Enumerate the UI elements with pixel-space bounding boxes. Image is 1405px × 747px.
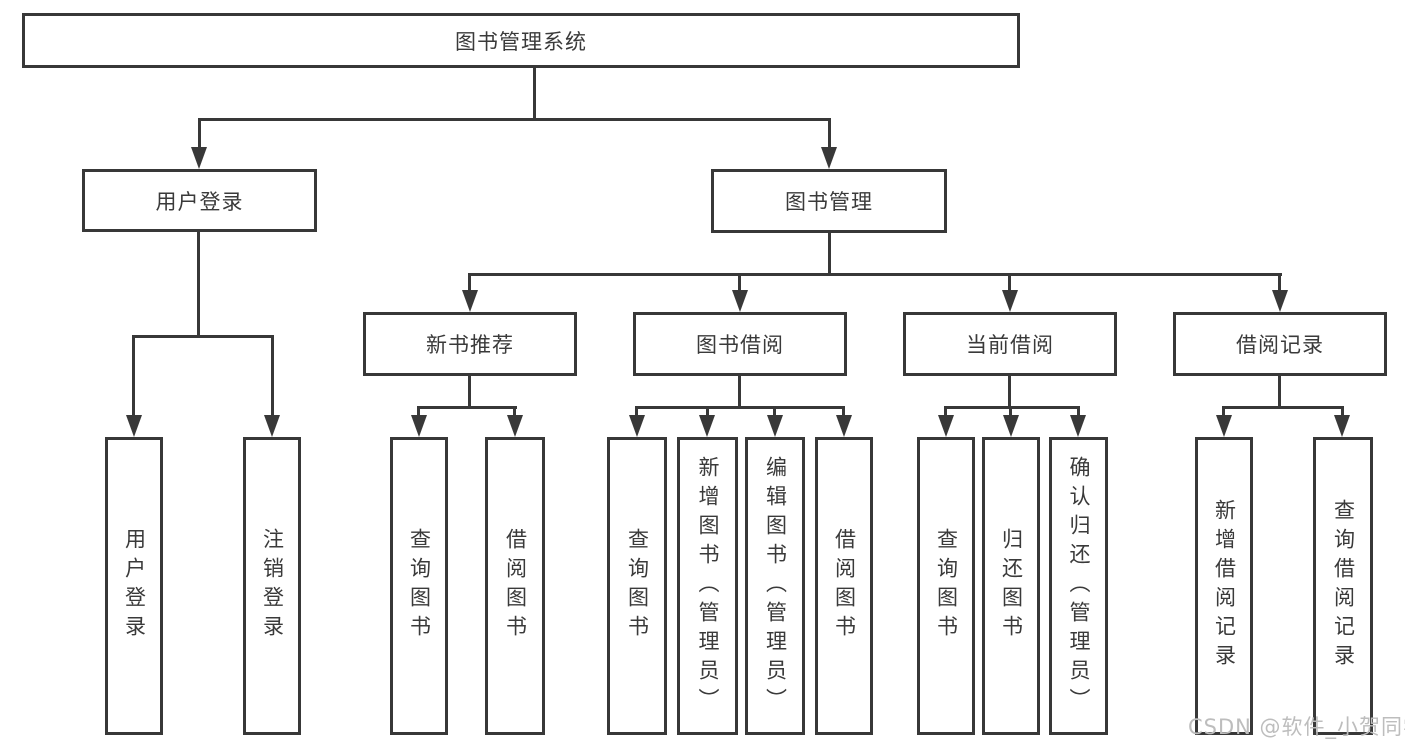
leaf-label: 编辑图书（管理员） bbox=[763, 455, 788, 717]
node-borrowing-records: 借阅记录 bbox=[1173, 312, 1387, 376]
leaf-edit-books-admin: 编辑图书（管理员） bbox=[745, 437, 805, 735]
leaf-add-borrow-record: 新增借阅记录 bbox=[1195, 437, 1253, 735]
node-label: 新书推荐 bbox=[426, 333, 514, 357]
arrowhead-down bbox=[507, 415, 523, 437]
connector-line bbox=[944, 406, 947, 418]
arrowhead-down bbox=[462, 290, 478, 312]
connector-line bbox=[1008, 376, 1011, 409]
leaf-label: 确认归还（管理员） bbox=[1067, 455, 1091, 717]
connector-line bbox=[198, 118, 201, 152]
arrowhead-down bbox=[836, 415, 852, 437]
node-new-book-recommendation: 新书推荐 bbox=[363, 312, 577, 376]
connector-line bbox=[1278, 376, 1281, 409]
leaf-label: 借阅图书 bbox=[832, 528, 857, 644]
connector-line bbox=[533, 68, 536, 118]
node-label: 图书管理 bbox=[785, 190, 873, 214]
node-book-borrowing: 图书借阅 bbox=[633, 312, 847, 376]
connector-line bbox=[1008, 273, 1011, 295]
leaf-label: 新增借阅记录 bbox=[1212, 499, 1237, 673]
connector-line bbox=[1222, 406, 1225, 418]
leaf-label: 归还图书 bbox=[999, 528, 1024, 644]
leaf-confirm-return-admin: 确认归还（管理员） bbox=[1049, 437, 1108, 735]
connector-line bbox=[468, 273, 1282, 276]
arrowhead-down bbox=[264, 415, 280, 437]
arrowhead-down bbox=[1216, 415, 1232, 437]
node-library-management-system: 图书管理系统 bbox=[22, 13, 1020, 68]
arrowhead-down bbox=[767, 415, 783, 437]
connector-line bbox=[132, 335, 135, 418]
leaf-label: 注销登录 bbox=[260, 528, 285, 644]
node-label: 用户登录 bbox=[155, 189, 244, 214]
connector-line bbox=[738, 376, 741, 409]
leaf-query-books-recommend: 查询图书 bbox=[390, 437, 448, 735]
arrowhead-down bbox=[1002, 290, 1018, 312]
connector-line bbox=[944, 406, 1080, 409]
connector-line bbox=[842, 406, 845, 418]
node-label: 图书借阅 bbox=[696, 333, 784, 357]
node-book-management: 图书管理 bbox=[711, 169, 947, 233]
leaf-label: 查询图书 bbox=[407, 528, 432, 644]
connector-line bbox=[468, 376, 471, 409]
leaf-label: 借阅图书 bbox=[503, 528, 528, 644]
arrowhead-down bbox=[1003, 415, 1019, 437]
leaf-label: 新增图书（管理员） bbox=[696, 455, 720, 717]
connector-line bbox=[1222, 406, 1344, 409]
connector-line bbox=[513, 406, 516, 418]
connector-line bbox=[828, 233, 831, 275]
node-current-borrowing: 当前借阅 bbox=[903, 312, 1117, 376]
arrowhead-down bbox=[732, 290, 748, 312]
leaf-borrow-books-recommend: 借阅图书 bbox=[485, 437, 545, 735]
connector-line bbox=[706, 406, 709, 418]
arrowhead-down bbox=[629, 415, 645, 437]
connector-line bbox=[635, 406, 845, 409]
connector-line bbox=[773, 406, 776, 418]
leaf-borrow-books: 借阅图书 bbox=[815, 437, 873, 735]
connector-line bbox=[828, 118, 831, 152]
leaf-label: 查询借阅记录 bbox=[1331, 499, 1356, 673]
leaf-query-borrow-record: 查询借阅记录 bbox=[1313, 437, 1373, 735]
arrowhead-down bbox=[699, 415, 715, 437]
leaf-user-login: 用户登录 bbox=[105, 437, 163, 735]
arrowhead-down bbox=[821, 147, 837, 169]
node-user-login: 用户登录 bbox=[82, 169, 317, 232]
connector-line bbox=[417, 406, 420, 418]
node-label: 当前借阅 bbox=[966, 333, 1054, 357]
arrowhead-down bbox=[1334, 415, 1350, 437]
leaf-label: 用户登录 bbox=[122, 528, 147, 644]
node-label: 图书管理系统 bbox=[455, 29, 587, 54]
leaf-return-books: 归还图书 bbox=[982, 437, 1040, 735]
connector-line bbox=[1278, 273, 1281, 295]
leaf-query-books-current: 查询图书 bbox=[917, 437, 975, 735]
connector-line bbox=[1009, 406, 1012, 418]
connector-line bbox=[738, 273, 741, 295]
leaf-label: 查询图书 bbox=[625, 528, 650, 644]
arrowhead-down bbox=[191, 147, 207, 169]
node-label: 借阅记录 bbox=[1236, 333, 1324, 357]
leaf-label: 查询图书 bbox=[934, 528, 959, 644]
connector-line bbox=[198, 118, 831, 121]
leaf-query-books-borrow: 查询图书 bbox=[607, 437, 667, 735]
arrowhead-down bbox=[411, 415, 427, 437]
connector-line bbox=[468, 273, 471, 295]
arrowhead-down bbox=[126, 415, 142, 437]
connector-line bbox=[635, 406, 638, 418]
connector-line bbox=[417, 406, 517, 409]
watermark: CSDN @软件_小贺同学 bbox=[1188, 715, 1405, 739]
leaf-logout: 注销登录 bbox=[243, 437, 301, 735]
connector-line bbox=[1077, 406, 1080, 418]
connector-line bbox=[132, 335, 274, 338]
arrowhead-down bbox=[938, 415, 954, 437]
connector-line bbox=[197, 232, 200, 338]
arrowhead-down bbox=[1070, 415, 1086, 437]
leaf-add-books-admin: 新增图书（管理员） bbox=[677, 437, 738, 735]
connector-line bbox=[1341, 406, 1344, 418]
arrowhead-down bbox=[1272, 290, 1288, 312]
connector-line bbox=[271, 335, 274, 418]
